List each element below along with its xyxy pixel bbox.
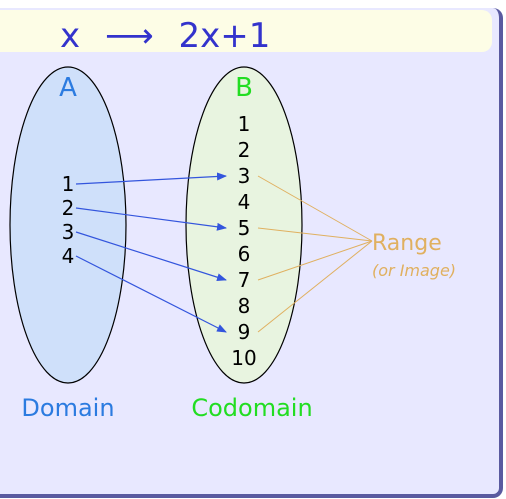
codomain-element: 7: [238, 268, 251, 292]
codomain-element: 9: [238, 320, 251, 344]
codomain-element: 1: [238, 112, 251, 136]
mapping-arrow: [75, 231, 227, 282]
mapping-arrow: [75, 172, 227, 185]
range-connector-line: [257, 240, 373, 333]
domain-ellipse: [9, 66, 127, 384]
mapping-arrow: [75, 207, 227, 231]
codomain-element: 4: [238, 190, 251, 214]
codomain-set-name: B: [235, 73, 253, 103]
codomain-element: 10: [231, 346, 256, 370]
range-connector-line: [257, 227, 373, 242]
title-bar: x ⟶ 2x+1: [0, 10, 492, 56]
mapping-arrow: [75, 255, 227, 333]
formula-expression: 2x+1: [178, 16, 271, 56]
codomain-ellipse: [185, 66, 303, 384]
formula-arrow-icon: ⟶: [104, 16, 154, 56]
domain-element: 3: [62, 220, 75, 244]
range-label: Range: [372, 231, 442, 256]
domain-caption: Domain: [21, 394, 114, 422]
function-formula: x ⟶ 2x+1: [60, 14, 270, 58]
range-sublabel: (or Image): [372, 261, 456, 280]
codomain-element: 5: [238, 216, 251, 240]
codomain-element: 6: [238, 242, 251, 266]
range-lines: [257, 175, 373, 333]
range-connector-line: [257, 240, 373, 281]
codomain-caption: Codomain: [191, 394, 312, 422]
codomain-element: 8: [238, 294, 251, 318]
range-connector-line: [257, 175, 373, 242]
formula-variable: x: [60, 16, 81, 56]
domain-element: 2: [62, 196, 75, 220]
domain-element: 1: [62, 172, 75, 196]
domain-set-name: A: [59, 73, 77, 103]
codomain-element: 2: [238, 138, 251, 162]
mapping-arrows: [75, 172, 227, 333]
codomain-element: 3: [238, 164, 251, 188]
domain-element: 4: [62, 244, 75, 268]
